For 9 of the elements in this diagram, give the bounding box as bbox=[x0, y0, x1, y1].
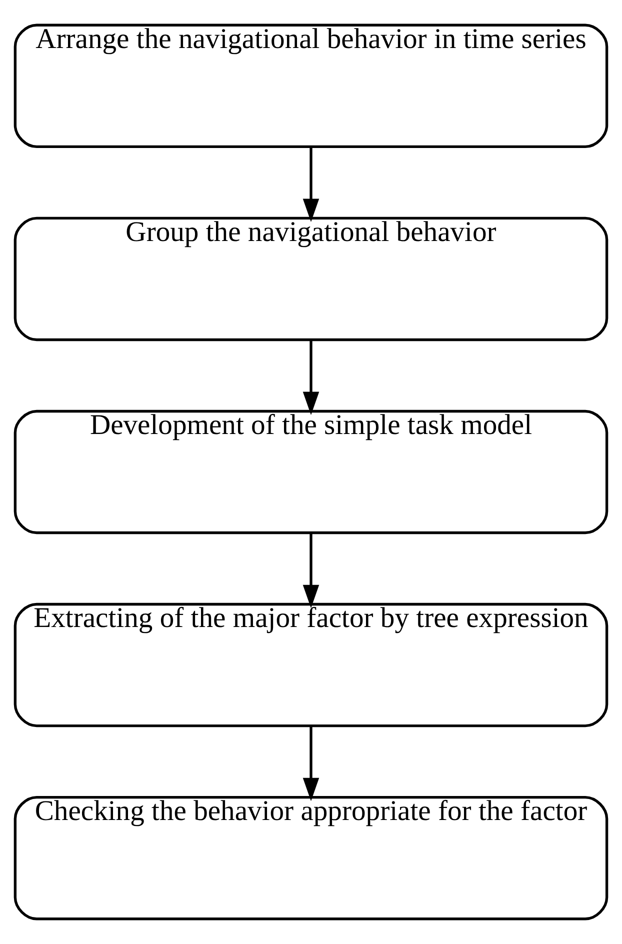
node-box: Checking the behavior appropriate for the factor bbox=[14, 796, 608, 920]
arrow bbox=[302, 340, 320, 416]
node-box: Development of the simple task model bbox=[14, 410, 608, 534]
node-box: Group the navigational behavior bbox=[14, 216, 608, 342]
node-box: Arrange the navigational behavior in time series bbox=[14, 24, 608, 148]
node-box: Extracting of the major factor by tree expression bbox=[14, 602, 608, 728]
arrow bbox=[302, 147, 320, 222]
arrow bbox=[302, 726, 320, 802]
arrow bbox=[302, 533, 320, 608]
